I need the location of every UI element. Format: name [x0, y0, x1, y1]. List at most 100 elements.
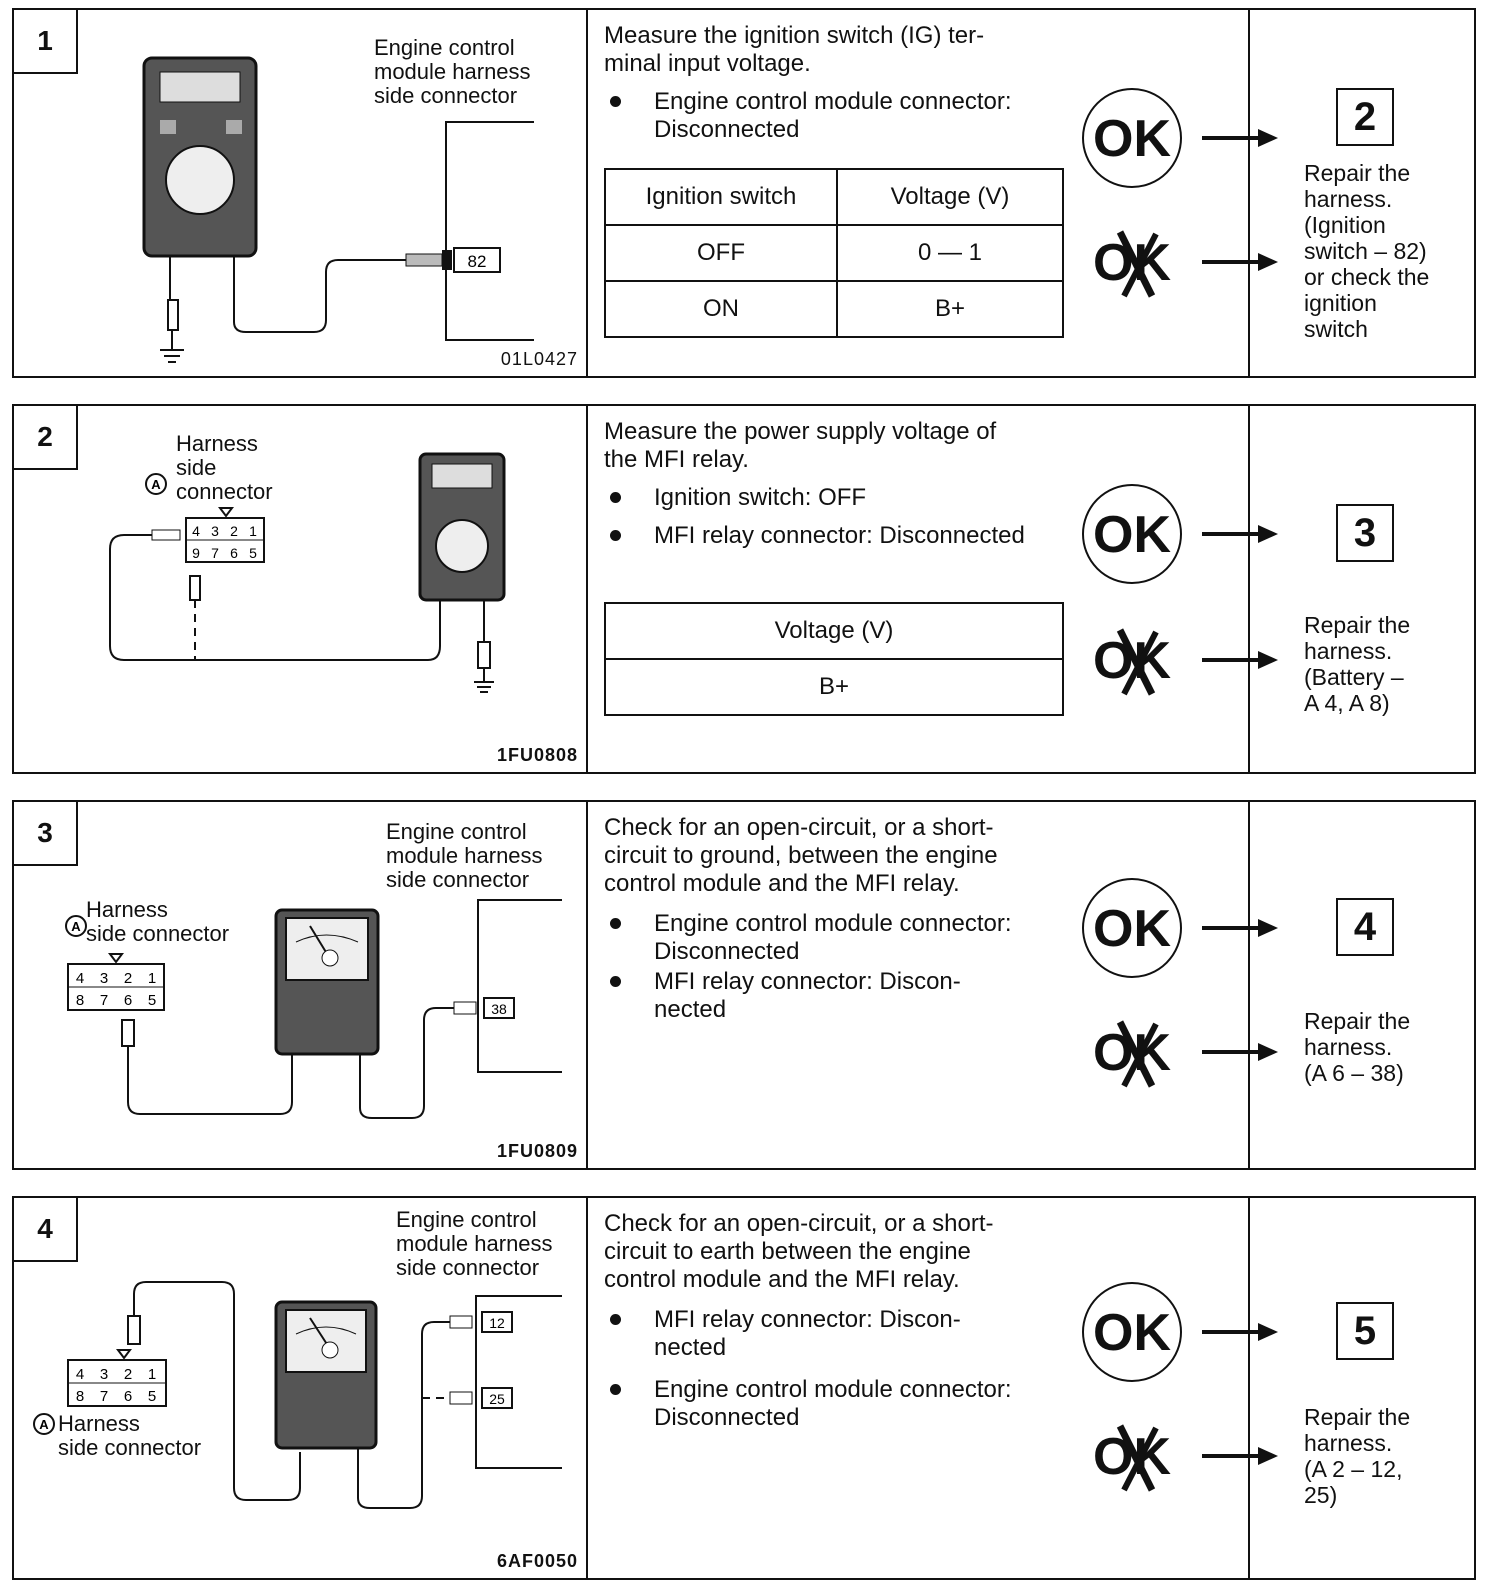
connector-pin: 4 [192, 523, 200, 539]
table-header: Voltage (V) [836, 168, 1064, 226]
condition-item: MFI relay connector: Discon- nected [604, 968, 1074, 1024]
condition-list: Engine control module connector: Disconn… [604, 88, 1074, 154]
connector-pin: 5 [249, 545, 257, 561]
voltage-table: Ignition switch Voltage (V) OFF 0 — 1 ON… [604, 168, 1064, 338]
connector-pin: 4 [76, 1366, 84, 1383]
figure-code: 6AF0050 [496, 1551, 578, 1571]
table-cell: B+ [604, 658, 1064, 716]
connector-pin: 9 [192, 545, 200, 561]
step-description: Measure the power supply voltage of the … [604, 418, 997, 473]
condition-item: MFI relay connector: Disconnected [604, 522, 1074, 550]
step-number: 4 [14, 1198, 78, 1262]
repair-instruction: Repair the harness. (Ignition switch – 8… [1304, 160, 1430, 342]
step-number: 1 [14, 10, 78, 74]
step-4: 4 4 3 2 1 8 7 6 5 A [12, 1196, 1476, 1580]
condition-list: Ignition switch: OFF MFI relay connector… [604, 484, 1074, 560]
ecm-connector-label: Engine control module harness side conne… [386, 819, 543, 892]
connector-pin: 1 [148, 1366, 156, 1383]
connector-pin: 5 [148, 992, 156, 1009]
step-description: Measure the ignition switch (IG) ter- mi… [604, 22, 985, 77]
step-4-instructions: Check for an open-circuit, or a short- c… [588, 1198, 1248, 1578]
table-header: Ignition switch [604, 168, 838, 226]
step-3: 3 A 4 3 2 1 8 7 6 5 [12, 800, 1476, 1170]
connector-pin: 3 [100, 1366, 108, 1383]
condition-item: Engine control module connector: Disconn… [604, 910, 1074, 966]
step-1: 1 82 Engine control module harness side … [12, 8, 1476, 378]
figure-code: 01L0427 [500, 349, 578, 369]
connector-pin: 2 [230, 523, 238, 539]
next-step-box: 5 [1336, 1302, 1394, 1360]
ng-icon [1080, 1404, 1184, 1508]
condition-list: Engine control module connector: Disconn… [604, 910, 1074, 1034]
step-4-results: 5 Repair the harness. (A 2 – 12, 25) [1248, 1198, 1474, 1578]
harness-connector-label: Harness side connector [58, 1411, 202, 1460]
table-cell: 0 — 1 [836, 224, 1064, 282]
terminal-label: 25 [489, 1391, 505, 1407]
connector-pin: 8 [76, 992, 84, 1009]
connector-pin: 4 [76, 970, 84, 987]
connector-pin: 2 [124, 970, 132, 987]
table-cell: ON [604, 280, 838, 338]
connector-mark: A [151, 477, 161, 492]
table-header: Voltage (V) [604, 602, 1064, 660]
connector-pin: 7 [100, 992, 108, 1009]
repair-instruction: Repair the harness. (Battery – A 4, A 8) [1304, 612, 1411, 716]
next-step-box: 2 [1336, 88, 1394, 146]
connector-pin: 7 [100, 1388, 108, 1405]
step-4-diagram-panel: 4 4 3 2 1 8 7 6 5 A [14, 1198, 588, 1578]
step-description: Check for an open-circuit, or a short- c… [604, 814, 998, 897]
condition-item: Engine control module connector: Disconn… [604, 1376, 1074, 1432]
step-3-results: 4 Repair the harness. (A 6 – 38) [1248, 802, 1474, 1168]
ecm-connector-label: Engine control module harness side conne… [396, 1207, 553, 1280]
terminal-label: 38 [491, 1001, 507, 1017]
multimeter-diagram: A 4 3 2 1 9 7 6 5 [109, 452, 506, 693]
connector-pin: 5 [148, 1388, 156, 1405]
ok-icon [1080, 1280, 1184, 1384]
terminal-label: 82 [468, 252, 487, 271]
next-step-box: 4 [1336, 898, 1394, 956]
step-1-results: 2 Repair the harness. (Ignition switch –… [1248, 10, 1474, 376]
step-2-diagram-panel: 2 A 4 3 2 1 9 7 6 5 [14, 406, 588, 772]
figure-code: 1FU0809 [496, 1141, 578, 1161]
connector-pin: 6 [124, 1388, 132, 1405]
connector-pin: 3 [211, 523, 219, 539]
connector-pin: 1 [148, 970, 156, 987]
figure-code: 1FU0808 [496, 745, 578, 765]
condition-list: MFI relay connector: Discon- nected Engi… [604, 1306, 1074, 1442]
step-2: 2 A 4 3 2 1 9 7 6 5 [12, 404, 1476, 774]
table-cell: OFF [604, 224, 838, 282]
ng-icon [1080, 210, 1184, 314]
step-3-diagram-panel: 3 A 4 3 2 1 8 7 6 5 [14, 802, 588, 1168]
repair-instruction: Repair the harness. (A 6 – 38) [1304, 1008, 1411, 1086]
connector-pin: 3 [100, 970, 108, 987]
step-number: 3 [14, 802, 78, 866]
step-2-results: 3 Repair the harness. (Battery – A 4, A … [1248, 406, 1474, 772]
step-2-instructions: Measure the power supply voltage of the … [588, 406, 1248, 772]
condition-item: MFI relay connector: Discon- nected [604, 1306, 1074, 1362]
connector-pin: 8 [76, 1388, 84, 1405]
ng-icon [1080, 1000, 1184, 1104]
connector-pin: 1 [249, 523, 257, 539]
voltage-table: Voltage (V) B+ [604, 602, 1064, 716]
connector-pin: 7 [211, 545, 219, 561]
harness-connector-label: Harness side connector [176, 431, 273, 504]
condition-item: Ignition switch: OFF [604, 484, 1074, 512]
connector-mark: A [39, 1417, 49, 1432]
analog-meter-diagram: A 4 3 2 1 8 7 6 5 38 [65, 899, 562, 1119]
step-number: 2 [14, 406, 78, 470]
analog-meter-diagram: 4 3 2 1 8 7 6 5 A 12 [33, 1281, 562, 1509]
ok-icon [1080, 86, 1184, 190]
multimeter-diagram: 82 [142, 56, 534, 363]
table-cell: B+ [836, 280, 1064, 338]
connector-pin: 2 [124, 1366, 132, 1383]
ok-icon [1080, 482, 1184, 586]
step-1-instructions: Measure the ignition switch (IG) ter- mi… [588, 10, 1248, 376]
step-3-instructions: Check for an open-circuit, or a short- c… [588, 802, 1248, 1168]
repair-instruction: Repair the harness. (A 2 – 12, 25) [1304, 1404, 1411, 1508]
connector-pin: 6 [124, 992, 132, 1009]
ok-icon [1080, 876, 1184, 980]
next-step-box: 3 [1336, 504, 1394, 562]
step-1-diagram-panel: 1 82 Engine control module harness side … [14, 10, 588, 376]
terminal-label: 12 [489, 1315, 505, 1331]
connector-pin: 6 [230, 545, 238, 561]
